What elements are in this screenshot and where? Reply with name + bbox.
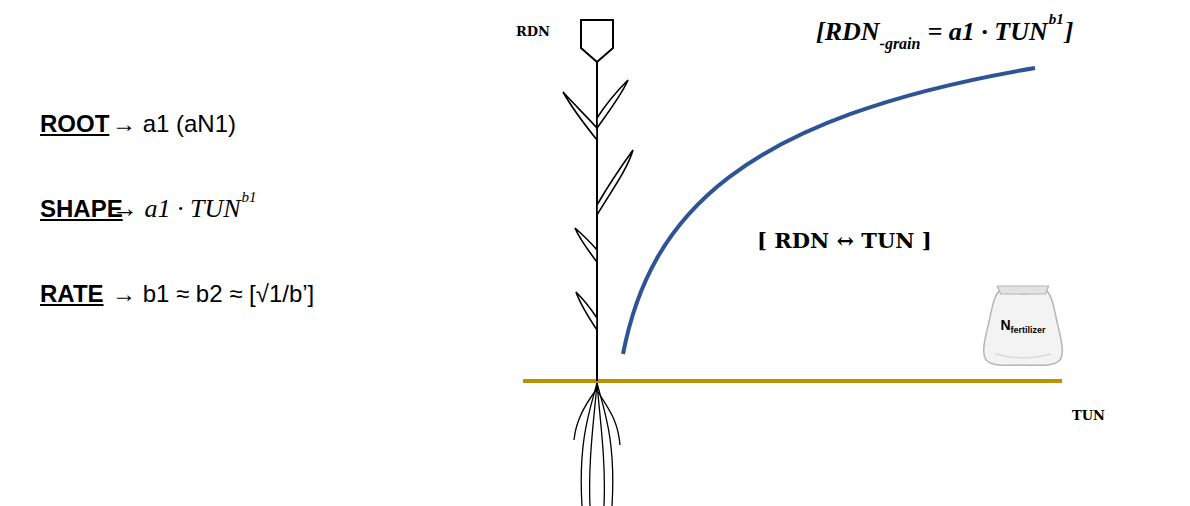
parameter-formula: → a1 · TUN	[112, 193, 241, 224]
formula-exponent: b1	[1049, 10, 1064, 28]
bag-fold	[995, 354, 1051, 358]
parameter-note: → a1 (aN1)	[112, 110, 236, 139]
formula-subscript: -grain	[880, 34, 921, 53]
formula-part: ]	[1065, 16, 1074, 47]
plant-stem	[596, 60, 598, 381]
fertilizer-bag: Nfertilizer	[983, 280, 1063, 368]
parameter-note: → b1 ≈ b2 ≈ [√1/b’]	[112, 280, 314, 309]
bag-body	[984, 289, 1063, 365]
axis-label: TUN	[1072, 408, 1105, 424]
plant-roots	[574, 383, 620, 506]
formula-exponent: b1	[242, 188, 257, 206]
bag-top	[997, 286, 1048, 294]
relation-label: [ RDN ↔ TUN ]	[757, 228, 932, 253]
section-heading: ROOT	[40, 110, 109, 139]
response-curve	[623, 68, 1035, 354]
axis-label: RDN	[516, 24, 550, 40]
formula-part: = a1 · TUN	[927, 16, 1047, 47]
section-heading: RATE	[40, 280, 104, 309]
nutrient-subscript: fertilizer	[1011, 326, 1046, 336]
section-heading: SHAPE	[40, 195, 123, 224]
plant-ear	[581, 20, 613, 62]
ground-line	[523, 379, 1062, 383]
plant-leaves	[563, 80, 633, 330]
formula-part: [RDN	[816, 16, 880, 47]
nutrient-symbol: N	[1000, 318, 1010, 333]
bag-shape	[983, 280, 1063, 368]
